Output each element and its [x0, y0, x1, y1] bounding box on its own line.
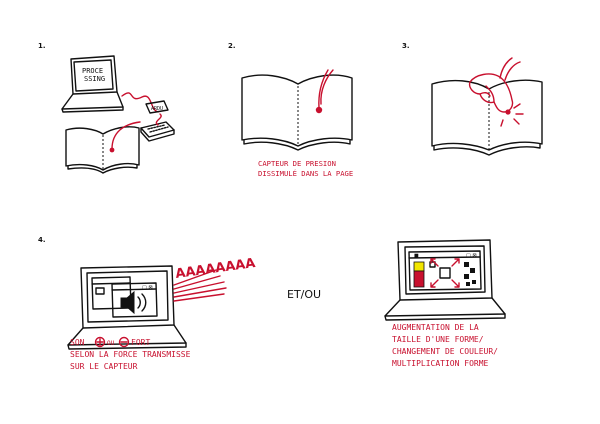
step-4-number: 4. — [38, 236, 46, 244]
svg-text:□ ⊠: □ ⊠ — [466, 253, 477, 259]
press-burst-icon — [500, 103, 524, 127]
book-icon — [431, 79, 543, 156]
step-4-caption-fort: FORT — [131, 338, 150, 347]
growth-arrows — [430, 258, 460, 288]
svg-text:■: ■ — [414, 253, 419, 259]
laptop-screen-text-2: SSING — [84, 75, 105, 83]
step-4-caption-line-2: SELON LA FORCE TRANSMISSE — [70, 350, 191, 359]
laptop-icon — [61, 55, 124, 113]
cable-laptop-device — [121, 92, 159, 113]
sensor-wire — [499, 57, 513, 79]
step-4-caption-ou: OU — [107, 340, 115, 347]
multiplied-squares — [464, 262, 476, 286]
step-4-caption-line-3: SUR LE CAPTEUR — [70, 362, 138, 371]
sensor-wire — [318, 69, 329, 109]
book-icon — [65, 126, 140, 174]
svg-text:□ ⊠: □ ⊠ — [142, 285, 153, 291]
laptop-icon — [384, 239, 506, 321]
step-1-number: 1. — [38, 42, 46, 50]
device-icon — [145, 100, 169, 114]
app-window: □ ⊠ ■ — [408, 250, 482, 291]
hand-icon — [468, 73, 514, 113]
color-bar — [413, 261, 425, 288]
laptop-icon — [67, 265, 187, 350]
step-5-caption-line-1: AUGMENTATION DE LA — [392, 323, 479, 332]
plus-icon — [94, 336, 106, 348]
app-window-front: □ ⊠ — [111, 282, 158, 318]
step-2-caption-line-2: DISSIMULÉ DANS LA PAGE — [258, 169, 353, 178]
step-5-caption-line-4: MULTIPLICATION FORME — [392, 359, 489, 368]
cable-device-board — [155, 113, 162, 126]
sound-waves — [173, 269, 227, 302]
step-4-shout: AAAAAAAA — [174, 256, 256, 282]
speaker-icon — [120, 290, 147, 315]
step-2-number: 2. — [228, 42, 236, 50]
pressure-sensor-icon — [505, 109, 511, 115]
cable-board-book — [111, 121, 141, 150]
step-5-caption-line-3: CHANGEMENT DE COULEUR/ — [392, 347, 498, 356]
minus-icon — [118, 336, 130, 348]
pressure-sensor-icon — [315, 106, 323, 114]
step-5-caption-line-2: TAILLE D'UNE FORME/ — [392, 335, 484, 344]
shape-square-center — [439, 267, 451, 279]
book-icon — [241, 74, 353, 151]
device-label: ARDU — [151, 106, 163, 112]
step-4-caption-son: SON — [70, 338, 85, 347]
pressure-sensor-icon — [109, 147, 115, 153]
shape-square-small — [429, 261, 436, 268]
step-2-caption-line-1: CAPTEUR DE PRESION — [258, 159, 336, 168]
step-3-number: 3. — [402, 42, 410, 50]
laptop-screen-text-1: PROCE — [82, 67, 103, 75]
connector-text: ET/OU — [287, 288, 321, 301]
